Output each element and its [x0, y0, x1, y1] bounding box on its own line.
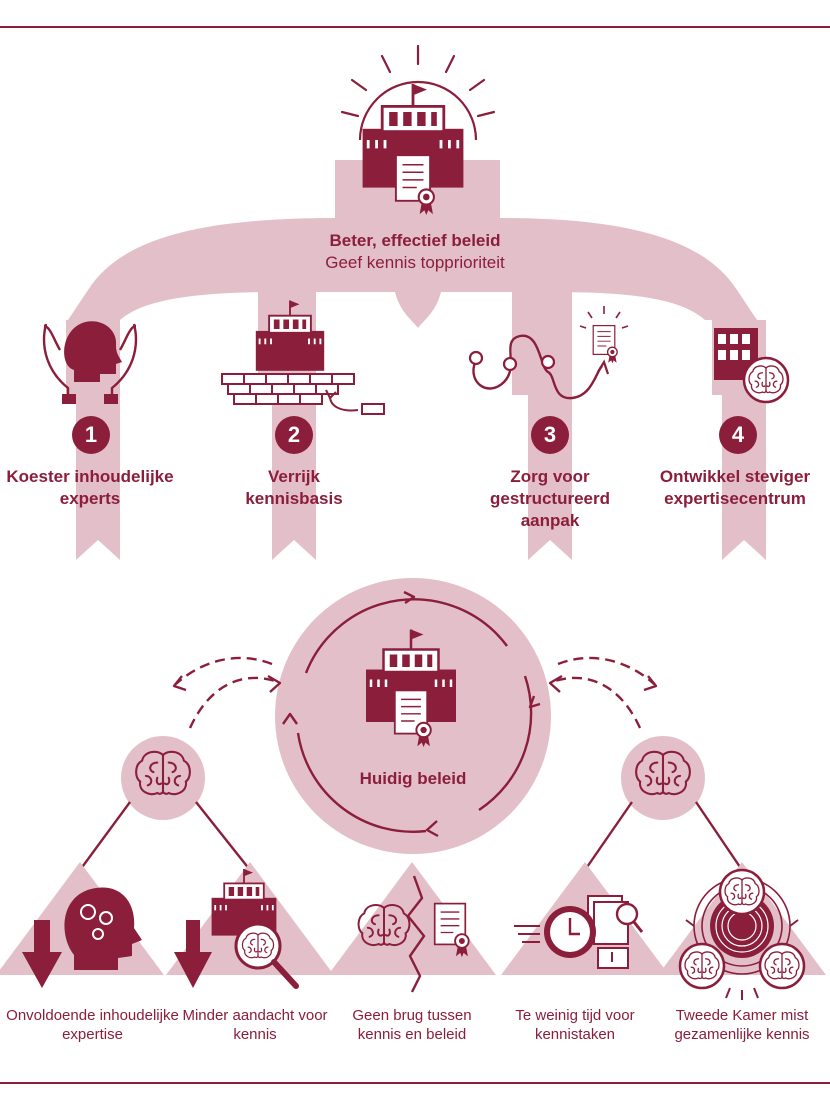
step-label-1: Koester inhoudelijke experts — [6, 467, 174, 508]
center-label: Huidig beleid — [359, 769, 467, 788]
dashed-arrows — [175, 656, 655, 729]
broken-bridge-icon — [357, 875, 470, 993]
problem-label-3: Geen brug tussen kennis en beleid — [352, 1007, 472, 1044]
head-with-gears-icon — [22, 887, 142, 988]
head-in-hands-icon — [42, 321, 138, 404]
expertise-center-icon — [714, 328, 788, 402]
headline: Beter, effectief beleid — [329, 231, 501, 250]
clock-documents-icon — [514, 895, 644, 969]
step-number-1: 1 — [72, 416, 110, 454]
cycle-arrows — [282, 590, 541, 838]
problem-label-4: Te weinig tijd voor kennistaken — [515, 1007, 635, 1044]
shared-knowledge-icon — [680, 870, 804, 1000]
step-number-4: 4 — [719, 416, 757, 454]
building-on-bricks-icon — [221, 299, 385, 415]
structured-path-icon — [468, 306, 629, 400]
step-label-2: Verrijk kennisbasis — [245, 467, 343, 508]
step-number-3: 3 — [531, 416, 569, 454]
problem-label-2: Minder aandacht voor kennis — [182, 1007, 328, 1044]
policy-building-icon — [340, 44, 496, 217]
step-number-2: 2 — [275, 416, 313, 454]
step-label-3: Zorg voor gestructureerd aanpak — [490, 467, 610, 530]
step-label-4: Ontwikkel steviger expertisecentrum — [659, 467, 811, 508]
magnifier-brain-icon — [174, 868, 299, 989]
dashed-arrow-heads — [172, 674, 658, 693]
problem-label-5: Tweede Kamer mist gezamenlijke kennis — [674, 1007, 810, 1044]
connectors — [79, 801, 743, 871]
subheadline: Geef kennis topprioriteit — [325, 253, 505, 272]
problem-label-1: Onvoldoende inhoudelijke expertise — [6, 1007, 179, 1044]
